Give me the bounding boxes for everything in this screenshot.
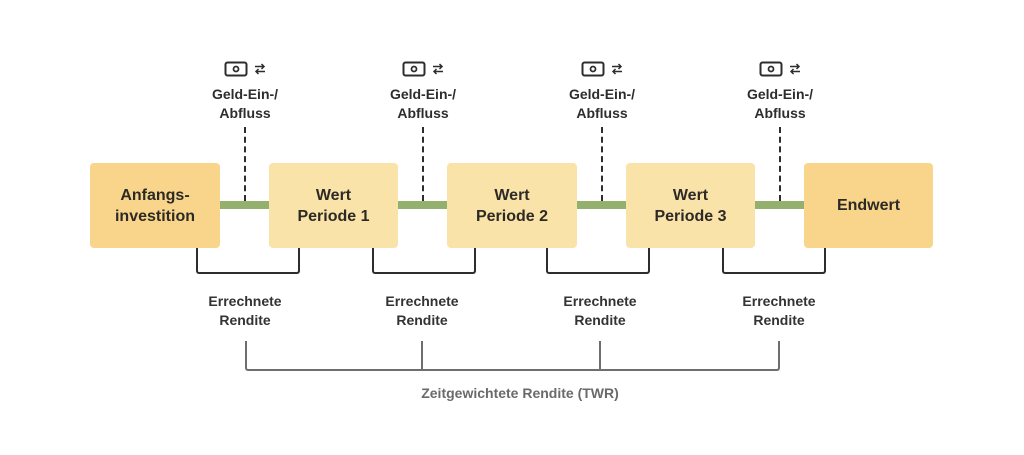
cash-flow-label-line2: Abfluss [219, 105, 271, 121]
box-label-line1: Wert [494, 186, 530, 204]
twr-bracket [245, 341, 780, 371]
cash-flow-1: Geld-Ein-/ Abfluss [195, 60, 295, 123]
swap-arrows-icon [789, 63, 801, 75]
money-icon [224, 61, 248, 77]
period-return-line2: Rendite [753, 312, 805, 328]
swap-arrows-icon [611, 63, 623, 75]
period-return-line1: Errechnete [208, 293, 282, 309]
box-label-line2: investition [114, 207, 195, 225]
period-return-bracket-4 [722, 248, 826, 274]
period-return-bracket-2 [372, 248, 476, 274]
period-return-line2: Rendite [574, 312, 626, 328]
box-label-line1: Endwert [836, 197, 901, 214]
cash-flow-label-line2: Abfluss [754, 105, 806, 121]
cash-flow-label-line1: Geld-Ein-/ [568, 86, 636, 102]
cash-flow-4: Geld-Ein-/ Abfluss [730, 60, 830, 123]
money-icon [759, 61, 783, 77]
box-label-line1: Wert [672, 186, 709, 204]
box-final-value: Endwert [804, 163, 933, 248]
cash-flow-dashed-line [422, 127, 424, 201]
box-label-line2: Periode 1 [297, 207, 370, 225]
box-label-line2: Periode 3 [654, 207, 727, 225]
period-return-bracket-1 [196, 248, 300, 274]
cash-flow-3: Geld-Ein-/ Abfluss [552, 60, 652, 123]
cash-flow-label-line1: Geld-Ein-/ [389, 86, 457, 102]
cash-flow-label-line1: Geld-Ein-/ [746, 86, 814, 102]
connector-2 [398, 201, 447, 209]
money-icon [402, 61, 426, 77]
connector-1 [220, 201, 269, 209]
twr-label: Zeitgewichtete Rendite (TWR) [421, 385, 619, 401]
period-return-line2: Rendite [219, 312, 271, 328]
cash-flow-dashed-line [779, 127, 781, 201]
cash-flow-label-line1: Geld-Ein-/ [211, 86, 279, 102]
cash-flow-2: Geld-Ein-/ Abfluss [373, 60, 473, 123]
cash-flow-label-line2: Abfluss [576, 105, 628, 121]
cash-flow-label-line2: Abfluss [397, 105, 449, 121]
period-return-line1: Errechnete [385, 293, 459, 309]
box-initial-investment: Anfangs-investition [90, 163, 220, 248]
box-label-line2: Periode 2 [475, 207, 549, 225]
period-return-line2: Rendite [396, 312, 448, 328]
twr-bracket-tick [599, 341, 601, 371]
period-return-line1: Errechnete [563, 293, 637, 309]
cash-flow-dashed-line [601, 127, 603, 201]
box-label-line1: Anfangs- [120, 186, 190, 204]
connector-4 [755, 201, 804, 209]
cash-flow-dashed-line [244, 127, 246, 201]
twr-bracket-tick [421, 341, 423, 371]
period-return-bracket-3 [546, 248, 650, 274]
money-icon [581, 61, 605, 77]
connector-3 [577, 201, 626, 209]
swap-arrows-icon [254, 63, 266, 75]
box-label-line1: Wert [315, 186, 352, 204]
swap-arrows-icon [432, 63, 444, 75]
period-return-line1: Errechnete [742, 293, 816, 309]
